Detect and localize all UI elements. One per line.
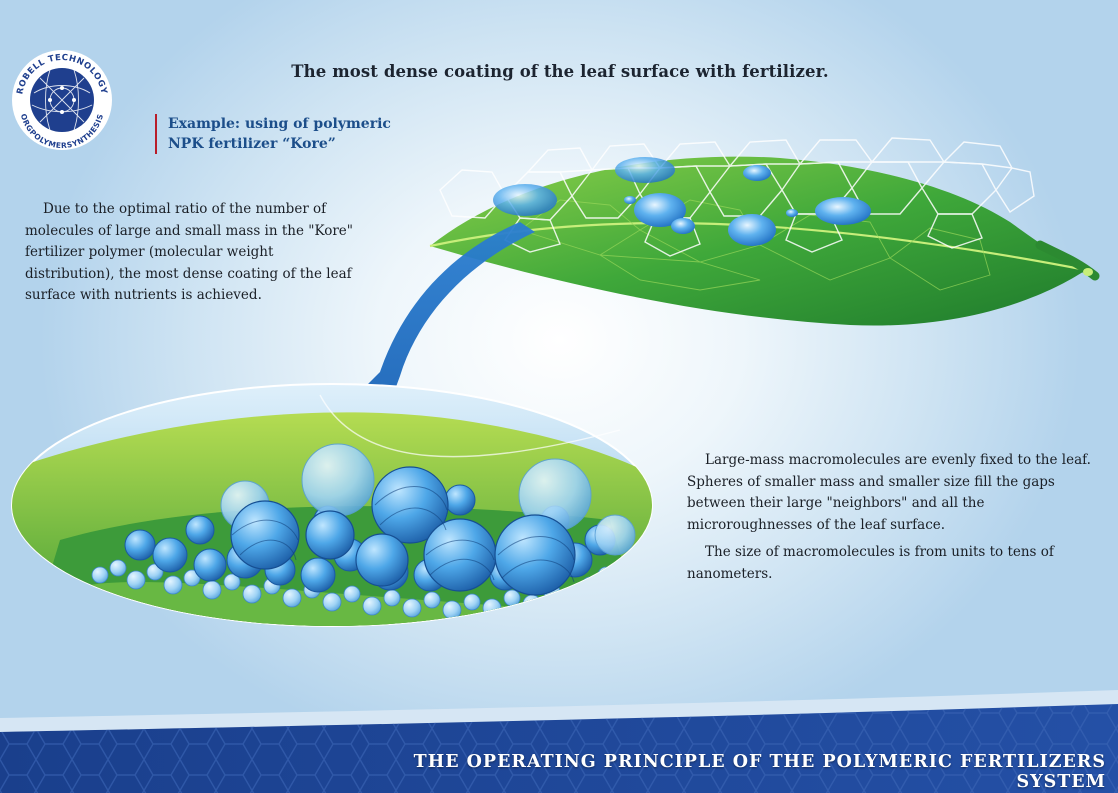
example-line-1: Example: using of polymeric: [168, 116, 391, 132]
example-callout: Example: using of polymeric NPK fertiliz…: [155, 114, 391, 154]
footer-title: THE OPERATING PRINCIPLE OF THE POLYMERIC…: [413, 752, 1106, 792]
page-title: The most dense coating of the leaf surfa…: [291, 62, 829, 81]
footer-band: [0, 690, 1118, 793]
example-line-2: NPK fertilizer “Kore”: [168, 136, 336, 152]
left-paragraph: Due to the optimal ratio of the number o…: [25, 201, 353, 303]
left-description: Due to the optimal ratio of the number o…: [25, 199, 365, 307]
right-paragraph-1: Large-mass macromolecules are evenly fix…: [687, 452, 1091, 533]
zoom-ellipse: [11, 383, 653, 627]
right-description: Large-mass macromolecules are evenly fix…: [687, 450, 1097, 585]
hexagon-net: [439, 137, 1035, 257]
right-paragraph-2: The size of macromolecules is from units…: [687, 544, 1054, 582]
company-logo: ROBELL TECHNOLOGY ORGPOLYMERSYNTHESIS: [12, 50, 112, 150]
water-droplets: [493, 157, 871, 246]
